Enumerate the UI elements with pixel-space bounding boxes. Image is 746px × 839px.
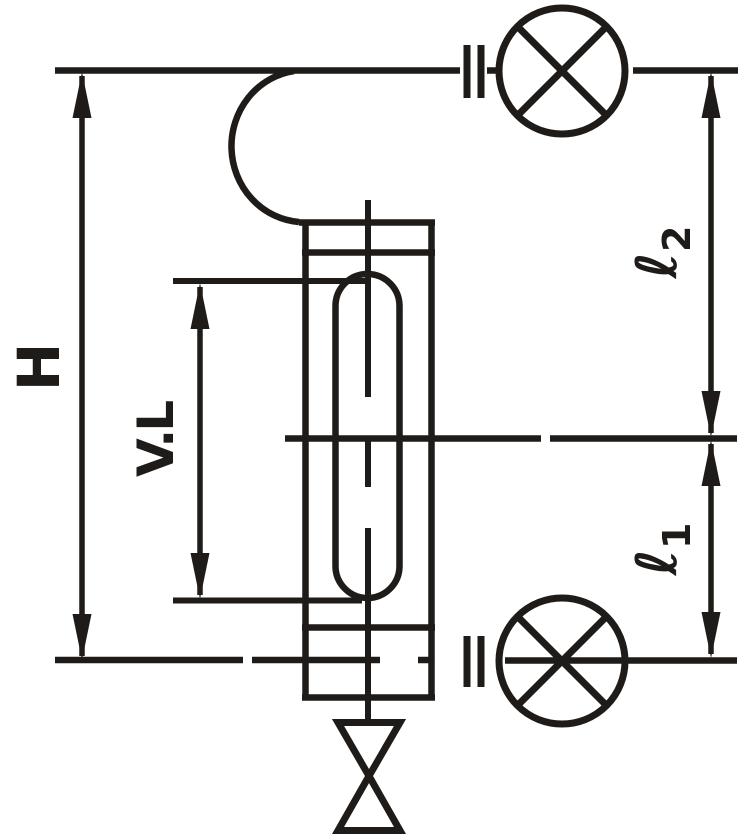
dim-label-upper-span: ℓ2	[625, 226, 699, 280]
drain-valve-icon	[331, 719, 407, 834]
dimension-overall-height: H	[5, 72, 92, 660]
valve-circle-cross-bottom-icon	[495, 594, 629, 728]
valve-circle	[495, 4, 629, 138]
pipe-break-marks-top-icon	[463, 45, 485, 98]
valve-circle-cross-top-icon	[495, 4, 629, 138]
dim-label-lower-span: ℓ1	[625, 523, 699, 577]
arrowhead-down	[72, 614, 92, 660]
drain-valve-lower-triangle	[331, 768, 407, 834]
valve-cross-stroke	[514, 613, 610, 709]
valve-circle	[495, 594, 629, 728]
dimension-upper-span: ℓ2	[625, 72, 721, 437]
dim-label-visible-level: V.L	[127, 401, 185, 477]
dim-label-overall-height: H	[5, 343, 73, 392]
arrowhead-up	[190, 283, 210, 329]
upper-span-subscript: 2	[655, 226, 699, 252]
arrowhead-up	[701, 440, 721, 486]
lower-tapping-line	[55, 656, 737, 664]
arrowhead-down	[701, 391, 721, 437]
upper-span-symbol: ℓ	[625, 252, 690, 279]
valve-cross-stroke	[514, 23, 610, 119]
pipe-break-marks-bottom-icon	[463, 636, 485, 687]
dimension-visible-level: V.L	[127, 278, 365, 604]
arrowhead-up	[701, 72, 721, 118]
drain-valve-upper-triangle	[331, 719, 407, 783]
lower-span-subscript: 1	[655, 523, 699, 549]
lower-span-symbol: ℓ	[625, 549, 690, 576]
u-bend-pipe	[228, 67, 300, 226]
arrowhead-down	[190, 553, 210, 599]
dimension-lower-span: ℓ1	[625, 440, 721, 658]
arrowhead-down	[701, 612, 721, 658]
arrowhead-up	[72, 72, 92, 118]
